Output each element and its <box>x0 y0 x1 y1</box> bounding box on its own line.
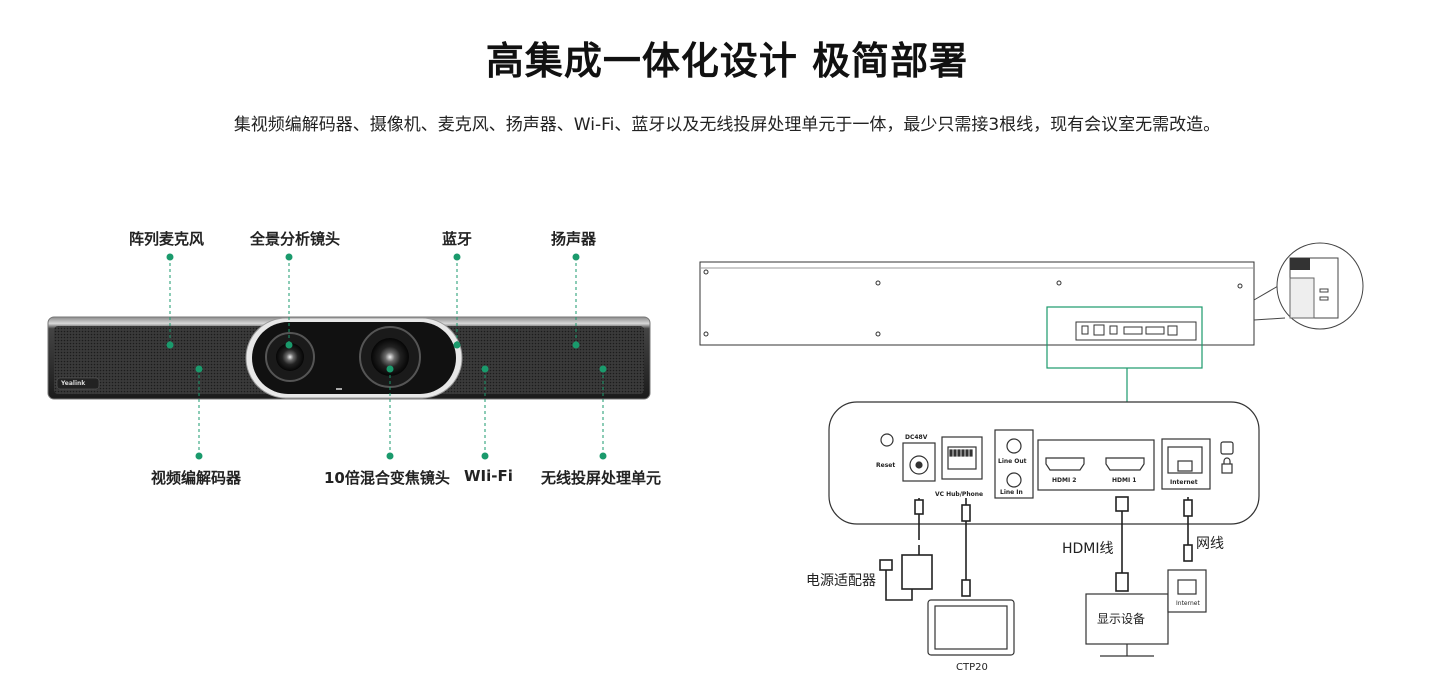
callout-wireless-cast: 无线投屏处理单元 <box>541 469 662 487</box>
label-vc-hub: VC Hub/Phone <box>935 491 984 498</box>
page-title: 高集成一体化设计 极简部署 <box>485 39 969 83</box>
label-power-adapter: 电源适配器 <box>806 573 876 589</box>
zoom-lens-icon <box>371 338 409 376</box>
label-line-in: Line In <box>1000 489 1023 496</box>
label-hdmi2: HDMI 2 <box>1052 477 1077 484</box>
label-hdmi-cable: HDMI线 <box>1062 541 1114 557</box>
callout-array-mic: 阵列麦克风 <box>129 230 205 248</box>
ctp20-touch-panel-icon <box>927 599 1015 656</box>
panoramic-lens-icon <box>276 343 304 371</box>
label-reset: Reset <box>876 462 896 469</box>
reset-button-icon <box>880 433 894 447</box>
callout-bluetooth: 蓝牙 <box>442 230 473 248</box>
device-front-view <box>47 316 651 400</box>
label-dc48v: DC48V <box>905 434 928 441</box>
label-line-out: Line Out <box>998 458 1027 465</box>
device-top-view <box>699 261 1255 346</box>
rear-port-highlight <box>1046 306 1203 369</box>
callout-leaders-top <box>169 257 604 456</box>
display-device-icon <box>1085 593 1169 657</box>
cables <box>879 496 1193 601</box>
corner-zoom-view <box>1253 242 1364 330</box>
brand-logo <box>56 377 100 390</box>
wall-jack-icon <box>1167 569 1207 613</box>
rear-panel <box>828 401 1260 525</box>
label-wall-jack: Internet <box>1176 600 1200 607</box>
label-internet-port: Internet <box>1170 479 1198 486</box>
label-display-device: 显示设备 <box>1097 612 1146 626</box>
callout-video-codec: 视频编解码器 <box>151 469 242 487</box>
brand-logo-text: Yealink <box>61 380 86 387</box>
label-hdmi1: HDMI 1 <box>1112 477 1137 484</box>
callout-speaker: 扬声器 <box>551 230 597 248</box>
callout-zoom-lens: 10倍混合变焦镜头 <box>324 469 450 487</box>
label-network-cable: 网线 <box>1196 536 1224 552</box>
callout-panoramic-lens: 全景分析镜头 <box>250 230 341 248</box>
page-subtitle: 集视频编解码器、摄像机、麦克风、扬声器、Wi-Fi、蓝牙以及无线投屏处理单元于一… <box>233 115 1221 135</box>
label-ctp20: CTP20 <box>956 662 988 673</box>
callout-wifi: WIi-Fi <box>464 467 513 485</box>
callout-dots <box>166 253 607 460</box>
